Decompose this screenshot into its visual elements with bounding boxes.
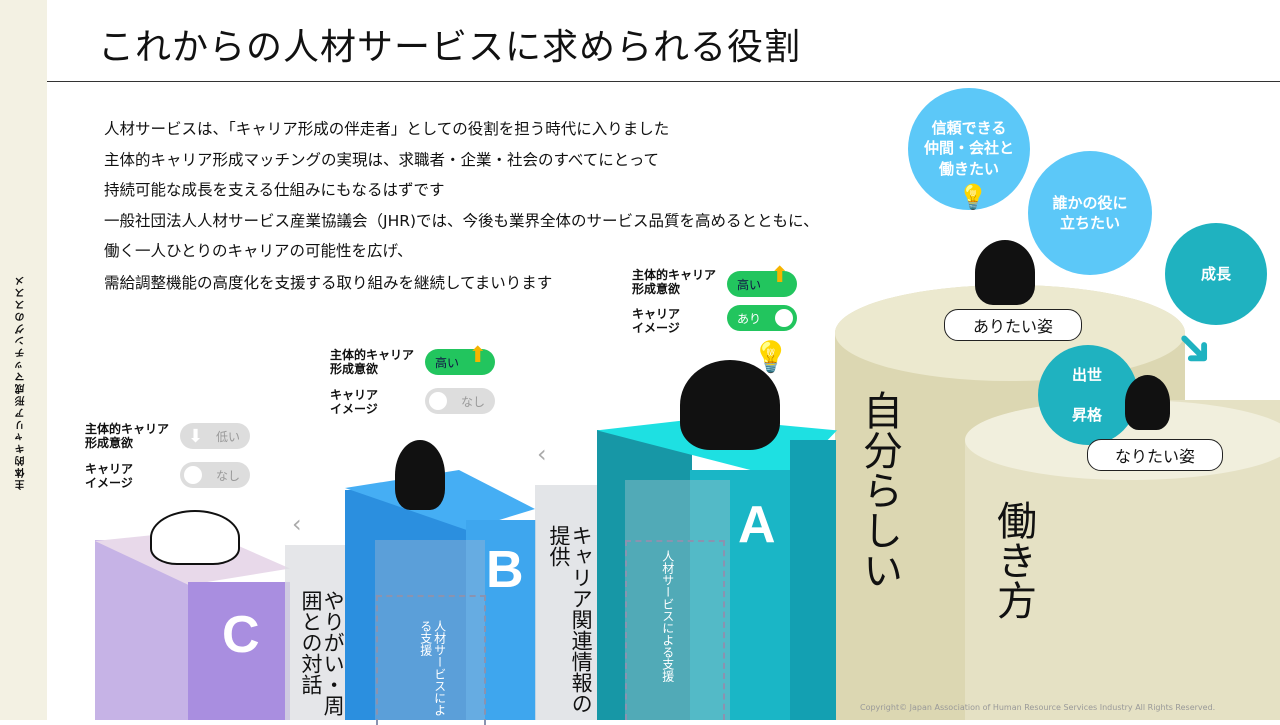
block-b-front: [466, 520, 536, 720]
up-arrow-icon: ⬆: [770, 263, 789, 288]
image-toggle-on: あり: [727, 305, 797, 331]
block-c-front: [188, 582, 290, 720]
motivation-toggle-high: 高い ⬆: [727, 263, 797, 297]
image-toggle-off: なし: [180, 462, 250, 488]
person-a-illustration: [680, 360, 780, 450]
support-cb-box: [375, 540, 485, 720]
motivation-toggle-high: 高い ⬆: [425, 343, 495, 375]
paragraph-line: 働く一人ひとりのキャリアの可能性を広げ、: [104, 242, 413, 260]
cylinder-text: 自分らしい: [856, 390, 902, 590]
support-ba-sub: 人材サービスによる支援: [660, 550, 675, 682]
support-ba-box: [625, 480, 730, 720]
ideal-label: ありたい姿: [944, 309, 1082, 341]
image-label: キャリア イメージ: [632, 307, 681, 336]
block-b-side: [345, 490, 467, 720]
person-c-illustration: [150, 510, 240, 565]
divider: [47, 81, 1280, 82]
person-target-illustration: [1125, 375, 1170, 430]
support-cb-text: やりがい・周囲との対話: [299, 590, 346, 716]
toggle-value: あり: [737, 311, 762, 326]
toggle-value: なし: [215, 468, 240, 483]
dashed-outline: [625, 540, 725, 720]
block-a-right: [790, 440, 836, 720]
motivation-toggle-low: ⬇ 低い: [180, 423, 250, 449]
up-arrow-icon: ‹: [537, 440, 547, 468]
page-title: これからの人材サービスに求められる役割: [98, 27, 802, 68]
paragraph-line: 主体的キャリア形成マッチングの実現は、求職者・企業・社会のすべてにとって: [104, 151, 660, 169]
paragraph-line: 人材サービスは、「キャリア形成の伴走者」としての役割を担う時代に入りました: [104, 120, 670, 138]
image-label: キャリア イメージ: [330, 388, 379, 417]
up-arrow-icon: ⬆: [468, 343, 487, 368]
goal-bubble: 出世 昇格: [1038, 345, 1138, 445]
up-arrow-icon: ‹: [292, 510, 302, 538]
sidebar-strip: 主体的キャリア形成マッチングのススメ: [0, 0, 47, 720]
lightbulb-icon: 💡: [958, 183, 988, 211]
paragraph-line: 需給調整機能の高度化を支援する取り組みを継続してまいります: [104, 274, 553, 292]
paragraph-line: 一般社団法人人材サービス産業協議会（JHR)では、今後も業界全体のサービス品質を…: [104, 212, 819, 230]
toggle-value: 高い: [435, 355, 460, 370]
support-cb-sub: 人材サービスによる支援: [418, 620, 447, 716]
block-a-letter: A: [738, 496, 776, 554]
cylinder-text: 働き方: [990, 500, 1036, 620]
goal-bubble: 誰かの役に 立ちたい: [1028, 151, 1152, 275]
toggle-value: なし: [460, 394, 485, 409]
toggle-value: 高い: [737, 277, 762, 292]
motivation-label: 主体的キャリア 形成意欲: [85, 422, 170, 451]
paragraph-line: 持続可能な成長を支える仕組みにもなるはずです: [104, 181, 445, 199]
image-label: キャリア イメージ: [85, 462, 134, 491]
motivation-label: 主体的キャリア 形成意欲: [632, 268, 717, 297]
target-label: なりたい姿: [1087, 439, 1223, 471]
goal-bubble: 成長: [1165, 223, 1267, 325]
vertical-title: 主体的キャリア形成マッチングのススメ: [16, 274, 27, 490]
support-ba-text: キャリア関連情報の提供: [547, 525, 594, 714]
motivation-label: 主体的キャリア 形成意欲: [330, 348, 415, 377]
goal-bubble: 信頼できる 仲間・会社と 働きたい: [908, 88, 1030, 210]
image-toggle-off: なし: [425, 388, 495, 414]
down-arrow-icon: ⬇: [188, 425, 204, 447]
toggle-value: 低い: [215, 429, 240, 444]
dashed-outline: [376, 595, 486, 725]
copyright: Copyright© Japan Association of Human Re…: [860, 703, 1216, 712]
block-c-letter: C: [222, 606, 260, 664]
lightbulb-icon: 💡: [752, 340, 790, 375]
person-b-illustration: [395, 440, 445, 510]
block-b-letter: B: [486, 541, 524, 599]
person-ideal-illustration: [975, 240, 1035, 305]
